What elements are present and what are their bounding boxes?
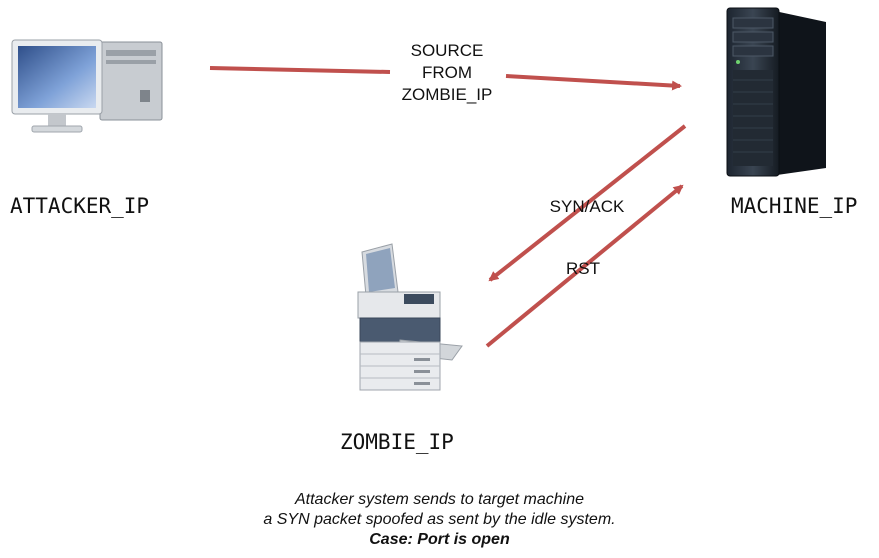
synack-edge-label: SYN/ACK: [549, 197, 625, 216]
caption-line1: Attacker system sends to target machine: [294, 491, 584, 508]
source-edge-label-line1: SOURCE: [410, 41, 484, 60]
machine-label: MACHINE_IP: [731, 194, 858, 218]
caption: Attacker system sends to target machine …: [0, 490, 879, 550]
synack-arrow: [488, 124, 687, 282]
source-arrow: [505, 74, 682, 91]
desktop-computer-icon: [11, 39, 163, 133]
server-tower-icon: [726, 7, 826, 177]
attacker-label: ATTACKER_IP: [10, 194, 150, 218]
caption-line3: Case: Port is open: [369, 531, 510, 548]
source-arrow-segment-start: [209, 66, 391, 74]
source-edge-label-line3: ZOMBIE_IP: [401, 85, 493, 104]
rst-arrow: [485, 184, 684, 348]
rst-edge-label: RST: [566, 259, 600, 278]
zombie-label: ZOMBIE_IP: [340, 430, 454, 454]
source-edge-label-line2: FROM: [421, 63, 473, 82]
caption-line2: a SYN packet spoofed as sent by the idle…: [263, 511, 616, 528]
source-edge-label: SOURCE FROM ZOMBIE_IP: [387, 40, 507, 106]
printer-copier-icon: [357, 243, 463, 391]
